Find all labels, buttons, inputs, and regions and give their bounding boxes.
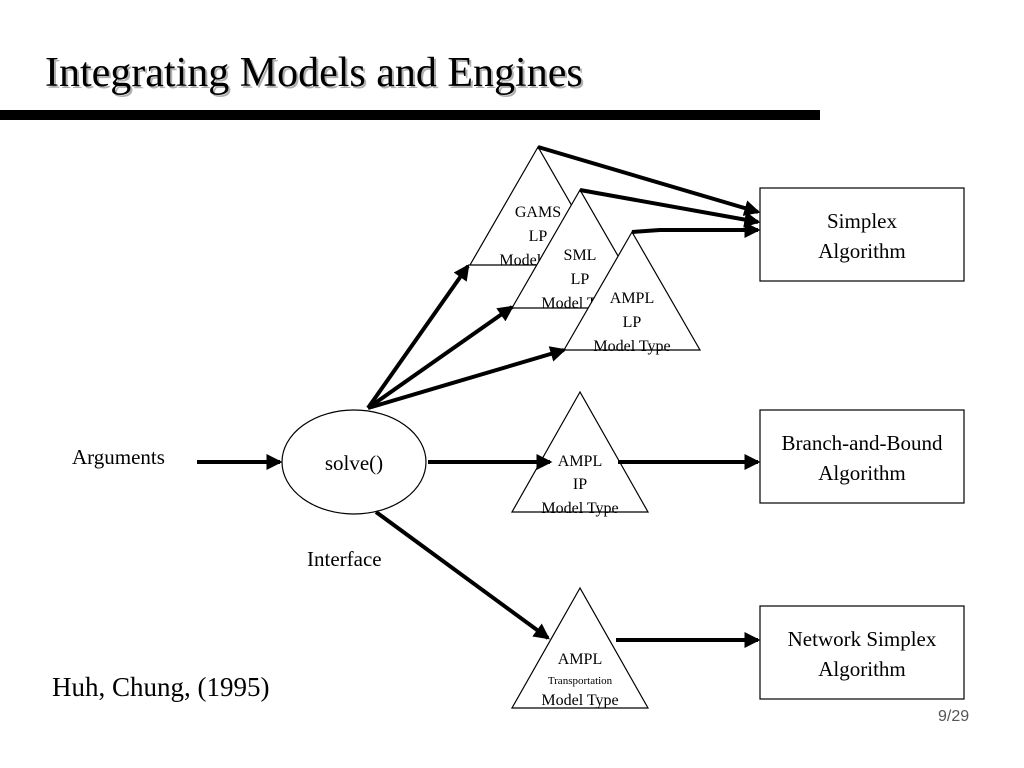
ampl-transport-line1: AMPL xyxy=(558,651,602,668)
ampl-lp-line1: AMPL xyxy=(610,290,654,307)
simplex-line1: Simplex xyxy=(827,209,898,233)
sml-lp-line1: SML xyxy=(564,247,597,264)
solve-function: solve() xyxy=(281,409,427,515)
arguments-label: Arguments xyxy=(72,445,165,469)
page-number: 9/29 xyxy=(938,708,970,725)
arrow-ampl-lp-to-simplex xyxy=(631,222,761,238)
ampl-ip-model: AMPL IP Model Type xyxy=(510,390,650,517)
ampl-lp-model: AMPL LP Model Type xyxy=(562,230,702,355)
gams-lp-line2: LP xyxy=(529,228,548,245)
ampl-lp-line3: Model Type xyxy=(593,338,670,355)
ampl-ip-line2: IP xyxy=(573,476,587,493)
branch-bound-line1: Branch-and-Bound xyxy=(782,431,943,455)
ampl-lp-line2: LP xyxy=(623,314,642,331)
ampl-ip-line3: Model Type xyxy=(541,500,618,517)
arrow-solve-to-ampl-lp xyxy=(367,346,567,410)
ampl-ip-line1: AMPL xyxy=(558,453,602,470)
connector-arrows xyxy=(197,145,761,648)
branch-bound-line2: Algorithm xyxy=(818,461,906,485)
network-simplex-engine: Network Simplex Algorithm xyxy=(759,605,965,700)
title-underline xyxy=(0,110,820,120)
arrow-solve-to-ampl-transport xyxy=(374,510,550,640)
solve-label: solve() xyxy=(325,451,383,475)
interface-label: Interface xyxy=(307,547,382,571)
ampl-transportation-model: AMPL Transportation Model Type xyxy=(510,586,650,709)
sml-lp-line2: LP xyxy=(571,271,590,288)
simplex-line2: Algorithm xyxy=(818,239,906,263)
simplex-engine: Simplex Algorithm xyxy=(759,187,965,282)
branch-and-bound-engine: Branch-and-Bound Algorithm xyxy=(759,409,965,504)
slide-title: Integrating Models and Engines xyxy=(45,50,583,96)
ampl-transport-line2: Transportation xyxy=(548,675,613,687)
citation: Huh, Chung, (1995) xyxy=(52,672,270,702)
arrow-solve-to-gams xyxy=(366,264,470,410)
gams-lp-line1: GAMS xyxy=(515,204,561,221)
arrow-sml-to-simplex xyxy=(579,188,761,228)
network-simplex-line1: Network Simplex xyxy=(788,627,937,651)
arrow-gams-to-simplex xyxy=(537,145,761,216)
ampl-transport-line3: Model Type xyxy=(541,692,618,709)
network-simplex-line2: Algorithm xyxy=(818,657,906,681)
arrow-solve-to-sml xyxy=(366,305,514,410)
